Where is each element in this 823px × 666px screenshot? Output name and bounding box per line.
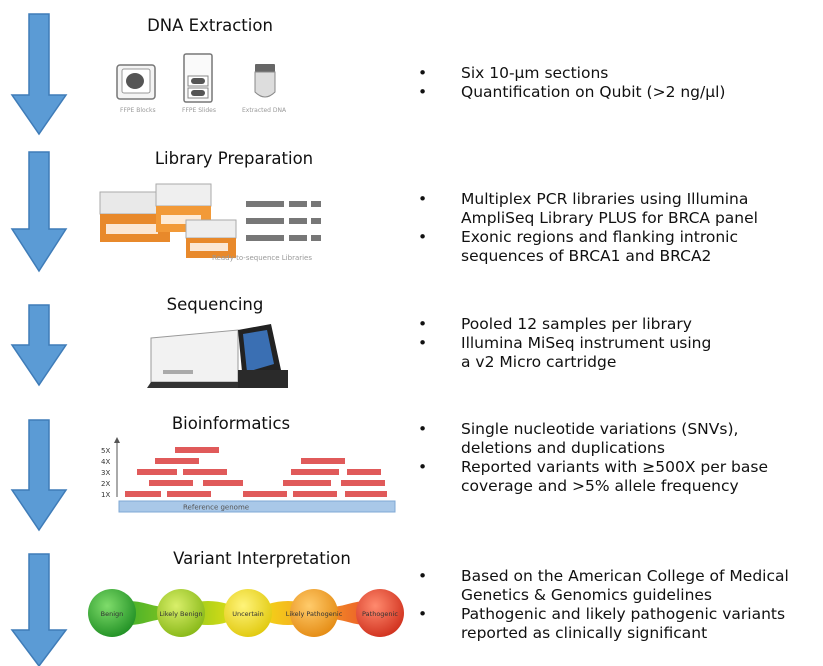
bullet-item: •Pooled 12 samples per library <box>418 315 692 333</box>
reference-genome-bar <box>118 500 396 513</box>
class-circle-likely-benign <box>157 589 205 637</box>
axis-tick-4x: 4X <box>101 458 110 466</box>
bullet-dot: • <box>418 83 428 101</box>
step-title-variant-interpretation: Variant Interpretation <box>173 549 351 568</box>
step-title-bioinformatics: Bioinformatics <box>171 414 291 433</box>
sequencing-read <box>347 469 381 475</box>
sequencing-read <box>125 491 161 497</box>
axis-tick-3x: 3X <box>101 469 110 477</box>
bullet-item: •Quantification on Qubit (>2 ng/µl) <box>418 83 726 101</box>
class-circle-uncertain <box>224 589 272 637</box>
flow-arrows <box>10 13 68 666</box>
sequencing-read <box>149 480 193 486</box>
axis-tick-5x: 5X <box>101 447 110 455</box>
class-circle-benign <box>88 589 136 637</box>
bullet-dot: • <box>418 315 428 333</box>
sequencing-read <box>137 469 177 475</box>
touchscreen-icon <box>243 330 274 372</box>
down-arrow-3 <box>10 304 68 387</box>
dna-extraction-illustration: FFPE Blocks FFPE Slides Extracted DNA <box>116 53 287 114</box>
sequencing-read <box>203 480 243 486</box>
class-label-uncertain: Uncertain <box>232 610 264 618</box>
bullet-dot: • <box>418 420 428 438</box>
read-alignment-illustration: 5X 4X 3X 2X 1X Reference genome <box>101 437 396 513</box>
variant-classification-scale: Benign Likely Benign Uncertain Likely Pa… <box>88 589 404 637</box>
sequencing-read <box>283 480 331 486</box>
library-fragments-icon <box>246 201 321 241</box>
down-arrow-1 <box>10 13 68 136</box>
sequencing-read <box>301 458 345 464</box>
sequencing-read <box>341 480 385 486</box>
dna-tube-icon <box>255 64 275 72</box>
bullet-item: •Six 10-µm sections <box>418 64 609 82</box>
class-circle-likely-pathogenic <box>290 589 338 637</box>
sequencing-read <box>155 458 199 464</box>
reference-genome-label: Reference genome <box>183 504 249 512</box>
bullet-dot: • <box>418 334 428 352</box>
sequencing-read <box>291 469 339 475</box>
step-title-library-preparation: Library Preparation <box>154 149 314 168</box>
bullet-dot: • <box>418 458 428 476</box>
down-arrow-2 <box>10 151 68 273</box>
miseq-instrument-icon <box>150 329 239 383</box>
axis-tick-2x: 2X <box>101 480 110 488</box>
step-title-dna-extraction: DNA Extraction <box>147 16 273 35</box>
class-label-benign: Benign <box>101 610 124 618</box>
class-circle-pathogenic <box>356 589 404 637</box>
sequencing-read <box>345 491 387 497</box>
image-label-ready-to-sequence: Ready-to-sequence Libraries <box>212 254 312 262</box>
dna-extraction-bullets: •Six 10-µm sections •Quantification on Q… <box>418 64 725 102</box>
image-label-ffpe-slides: FFPE Slides <box>182 107 216 114</box>
step-title-sequencing: Sequencing <box>166 295 264 314</box>
bioinformatics-bullets: •Single nucleotide variations (SNVs),del… <box>418 420 768 496</box>
variant-interpretation-bullets: •Based on the American College of Medica… <box>418 567 789 643</box>
image-label-ffpe-blocks: FFPE Blocks <box>120 107 156 114</box>
axis-tick-1x: 1X <box>101 491 110 499</box>
sequencing-bullets: •Pooled 12 samples per library •Illumina… <box>418 315 711 372</box>
down-arrow-4 <box>10 419 68 532</box>
sequencing-read <box>183 469 227 475</box>
bullet-dot: • <box>418 228 428 246</box>
class-label-likely-pathogenic: Likely Pathogenic <box>286 610 343 618</box>
bullet-dot: • <box>418 190 428 208</box>
sequencing-read <box>293 491 337 497</box>
bullet-dot: • <box>418 605 428 623</box>
reagent-kit-boxes-icon <box>99 183 237 258</box>
class-label-pathogenic: Pathogenic <box>362 610 398 618</box>
bullet-dot: • <box>418 567 428 585</box>
bullet-item: •Pathogenic and likely pathogenic varian… <box>418 605 786 642</box>
sequencing-read <box>167 491 211 497</box>
class-label-likely-benign: Likely Benign <box>159 610 202 618</box>
down-arrow-5 <box>10 553 68 666</box>
bullet-item: •Based on the American College of Medica… <box>418 567 789 604</box>
image-label-extracted-dna: Extracted DNA <box>242 107 287 114</box>
bullet-dot: • <box>418 64 428 82</box>
library-prep-illustration: Ready-to-sequence Libraries <box>99 183 321 262</box>
sequencing-read <box>243 491 287 497</box>
bullet-item: •Single nucleotide variations (SNVs),del… <box>418 420 739 457</box>
sequencer-illustration <box>147 324 288 388</box>
sequencing-read <box>175 447 219 453</box>
